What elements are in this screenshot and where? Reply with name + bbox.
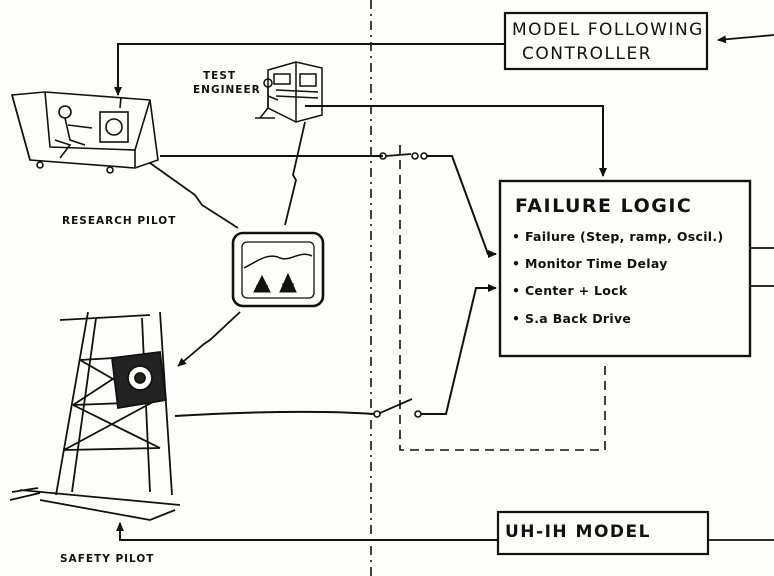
safety-pilot-output [174,410,375,417]
failure-logic-item: • Center + Lock [512,283,628,298]
controller-to-research-pilot [114,43,505,96]
switch-enclosure [399,145,606,451]
engineer-to-failure-logic [305,105,607,177]
failure-logic-item: • S.a Back Drive [512,311,632,326]
controller-label-line2: CONTROLLER [522,44,653,64]
link-display-to-safety [177,311,241,367]
switch-to-failure-upper [427,155,497,258]
safety-pilot-label: SAFETY PILOT [60,553,155,565]
test-engineer-label-line2: ENGINEER [193,84,261,96]
link-engineer-to-display [284,121,306,226]
right-feedback-top [717,34,774,44]
uh1h-model-box [496,510,710,556]
uh1h-to-safety-pilot [116,522,498,541]
research-pilot-label: RESEARCH PILOT [62,215,177,227]
failure-logic-item: • Failure (Step, ramp, Oscil.) [512,229,724,244]
controller-label-line1: MODEL FOLLOWING [512,20,704,40]
failure-logic-box [498,179,752,358]
failure-logic-item: • Monitor Time Delay [512,256,668,271]
switch-to-failure-lower [421,284,497,415]
motion-base-cockpit-icon [9,311,181,521]
failure-logic-title: FAILURE LOGIC [515,195,693,217]
link-research-to-display [149,162,239,229]
research-pilot-icon [10,91,159,174]
uh1h-model-label: UH-IH MODEL [505,522,651,542]
test-engineer-icon [255,61,323,123]
terrain-display-icon [231,231,325,308]
test-engineer-label-line1: TEST [203,70,237,82]
model-following-controller-box [503,11,709,71]
